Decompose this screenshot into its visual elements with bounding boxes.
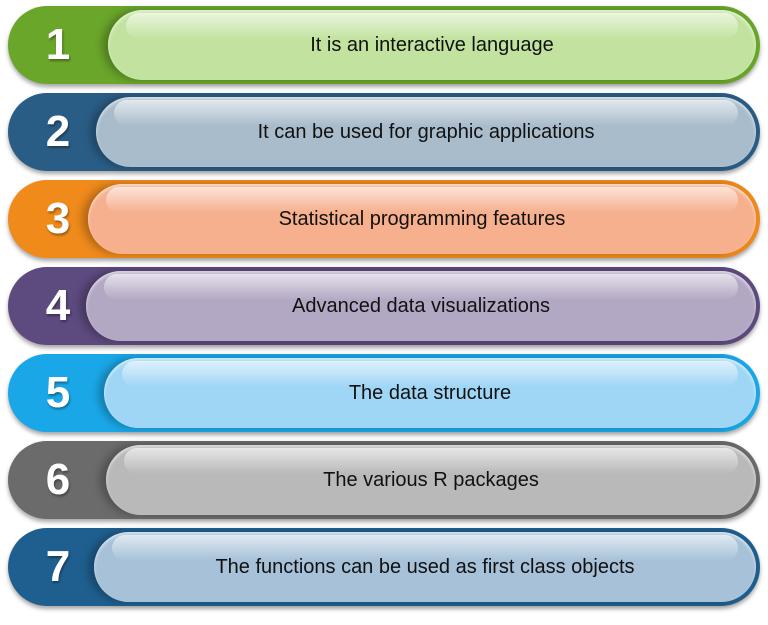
row-5-pill: The data structure bbox=[104, 358, 756, 428]
row-6-pill: The various R packages bbox=[106, 445, 756, 515]
row-4-pill: Advanced data visualizations bbox=[86, 271, 756, 341]
row-5-number: 5 bbox=[45, 368, 71, 417]
row-6-label: The various R packages bbox=[323, 468, 539, 491]
row-3-pill: Statistical programming features bbox=[88, 184, 756, 254]
row-2-number: 2 bbox=[45, 107, 71, 156]
row-7-pill: The functions can be used as first class… bbox=[94, 532, 756, 602]
feature-row-4: 4 Advanced data visualizations bbox=[8, 267, 760, 345]
feature-row-5: 5 The data structure bbox=[8, 354, 760, 432]
row-3-number: 3 bbox=[45, 194, 71, 243]
feature-row-2: 2 It can be used for graphic application… bbox=[8, 93, 760, 171]
row-6-number: 6 bbox=[45, 455, 71, 504]
feature-row-1: 1 It is an interactive language bbox=[8, 6, 760, 84]
row-3-label: Statistical programming features bbox=[278, 207, 566, 230]
row-2-pill: It can be used for graphic applications bbox=[96, 97, 756, 167]
row-1-label: It is an interactive language bbox=[310, 33, 554, 56]
row-1-pill: It is an interactive language bbox=[108, 10, 756, 80]
row-4-label: Advanced data visualizations bbox=[292, 294, 550, 317]
row-7-label: The functions can be used as first class… bbox=[215, 555, 635, 578]
feature-row-7: 7 The functions can be used as first cla… bbox=[8, 528, 760, 606]
feature-row-3: 3 Statistical programming features bbox=[8, 180, 760, 258]
feature-row-6: 6 The various R packages bbox=[8, 441, 760, 519]
row-5-label: The data structure bbox=[348, 381, 512, 404]
row-7-number: 7 bbox=[45, 542, 71, 591]
row-2-label: It can be used for graphic applications bbox=[257, 120, 595, 143]
row-4-number: 4 bbox=[45, 281, 71, 330]
row-1-number: 1 bbox=[45, 20, 71, 69]
